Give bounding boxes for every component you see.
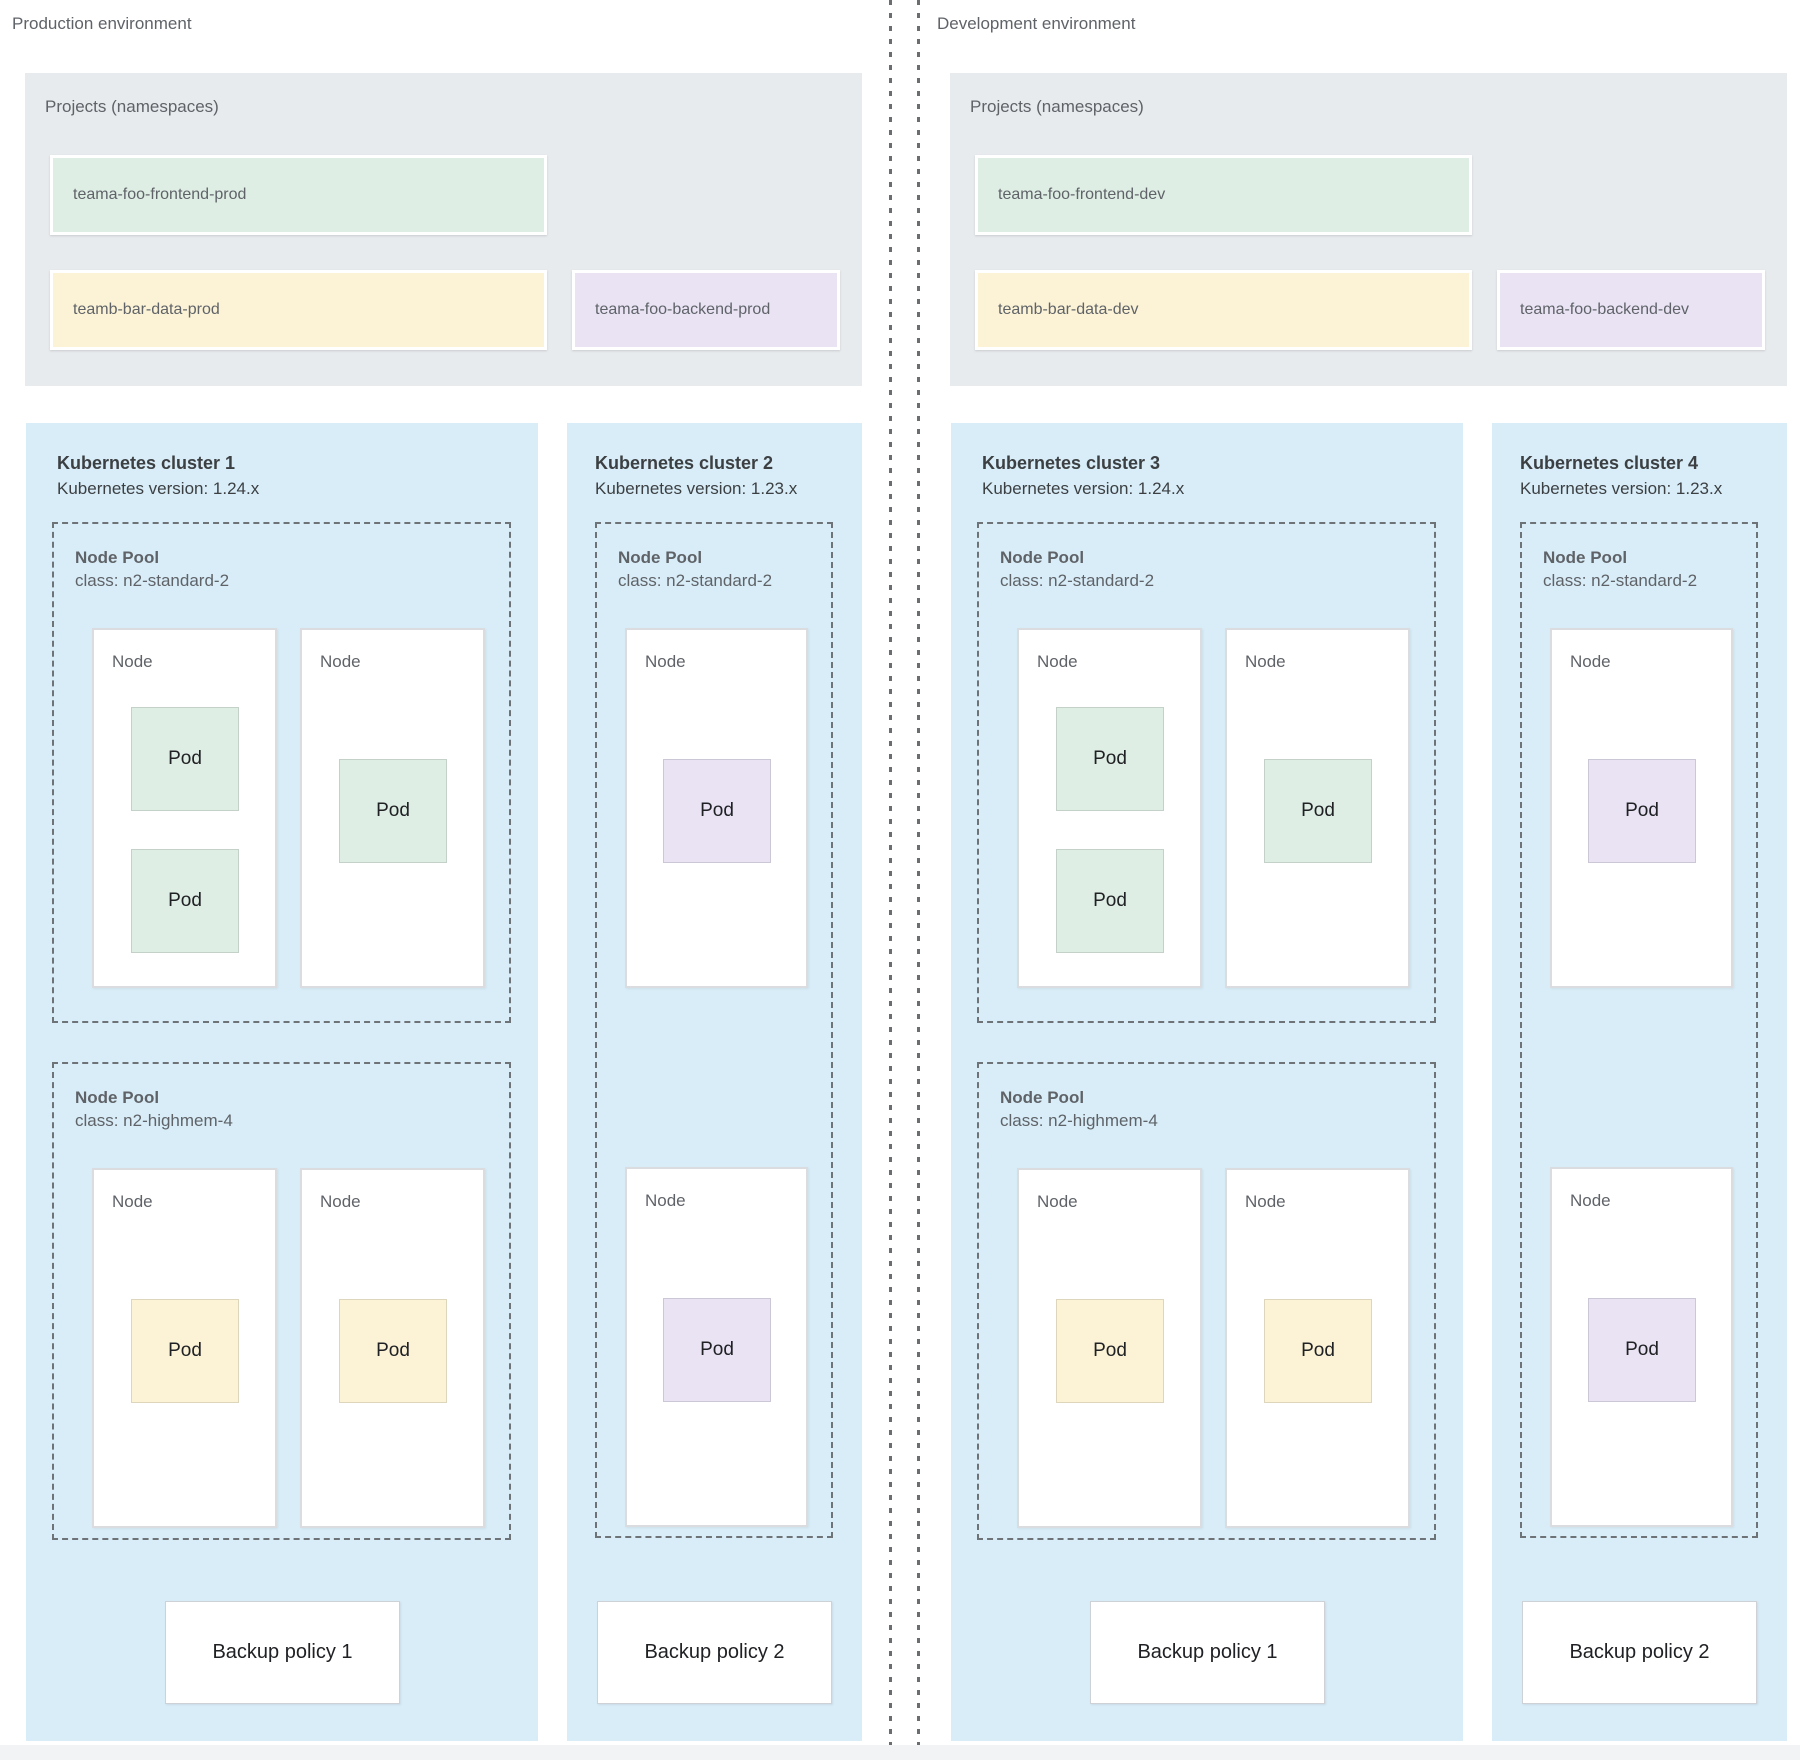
projects-title: Projects (namespaces): [45, 97, 219, 116]
environment-label: Production environment: [12, 14, 192, 33]
node-pool-class-label: class: n2-standard-2: [75, 571, 230, 590]
cluster-version-label: Kubernetes version: 1.23.x: [1520, 479, 1723, 498]
node-pool-class-label: class: n2-highmem-4: [75, 1111, 233, 1130]
node-pool-title: Node Pool: [75, 548, 160, 567]
namespace-label: teama-foo-backend-prod: [595, 301, 771, 318]
node-label: Node: [1037, 652, 1078, 671]
node-pool-title: Node Pool: [75, 1088, 160, 1107]
cluster-version-label: Kubernetes version: 1.24.x: [982, 479, 1185, 498]
cluster-version-label: Kubernetes version: 1.24.x: [57, 479, 260, 498]
pod-box: Pod: [1588, 759, 1696, 863]
cluster-title: Kubernetes cluster 4: [1520, 453, 1699, 473]
cluster-3: Kubernetes cluster 3 Kubernetes version: …: [951, 423, 1463, 1741]
pod-box: Pod: [1264, 759, 1372, 863]
node-label: Node: [645, 652, 686, 671]
namespace-teama-foo-backend-prod: teama-foo-backend-prod: [572, 270, 840, 350]
cluster-title: Kubernetes cluster 2: [595, 453, 774, 473]
cluster-4: Kubernetes cluster 4 Kubernetes version: …: [1492, 423, 1787, 1741]
cluster-1: Kubernetes cluster 1 Kubernetes version: …: [26, 423, 538, 1741]
pod-box: Pod: [1056, 707, 1164, 811]
projects-title: Projects (namespaces): [970, 97, 1144, 116]
projects-box: Projects (namespaces) teama-foo-frontend-…: [950, 73, 1787, 386]
node-label: Node: [1570, 1191, 1611, 1210]
pod-box: Pod: [1588, 1298, 1696, 1402]
node-label: Node: [645, 1191, 686, 1210]
environment-separator-line: [917, 0, 920, 1760]
namespace-label: teama-foo-frontend-dev: [998, 186, 1166, 203]
node-label: Node: [1570, 652, 1611, 671]
namespace-teama-foo-frontend-dev: teama-foo-frontend-dev: [975, 155, 1472, 235]
node-pool-title: Node Pool: [1000, 1088, 1085, 1107]
namespace-teamb-bar-data-prod: teamb-bar-data-prod: [50, 270, 547, 350]
namespace-label: teama-foo-frontend-prod: [73, 186, 247, 203]
pod-box: Pod: [131, 1299, 239, 1403]
pod-box: Pod: [1056, 849, 1164, 953]
node-pool-title: Node Pool: [618, 548, 703, 567]
namespace-label: teama-foo-backend-dev: [1520, 301, 1689, 318]
pod-box: Pod: [131, 707, 239, 811]
node-pool-class-label: class: n2-highmem-4: [1000, 1111, 1158, 1130]
pod-box: Pod: [663, 759, 771, 863]
backup-policy-box: Backup policy 1: [165, 1601, 400, 1704]
node-pool-class-label: class: n2-standard-2: [1000, 571, 1155, 590]
node-label: Node: [320, 652, 361, 671]
bottom-strip: [0, 1745, 1800, 1760]
node-pool-title: Node Pool: [1543, 548, 1628, 567]
pod-box: Pod: [1264, 1299, 1372, 1403]
pod-box: Pod: [339, 1299, 447, 1403]
backup-policy-box: Backup policy 1: [1090, 1601, 1325, 1704]
node-label: Node: [112, 652, 153, 671]
namespace-teama-foo-frontend-prod: teama-foo-frontend-prod: [50, 155, 547, 235]
pod-box: Pod: [131, 849, 239, 953]
cluster-version-label: Kubernetes version: 1.23.x: [595, 479, 798, 498]
backup-policy-box: Backup policy 2: [597, 1601, 832, 1704]
pod-box: Pod: [1056, 1299, 1164, 1403]
node-pool-title: Node Pool: [1000, 548, 1085, 567]
namespace-teama-foo-backend-dev: teama-foo-backend-dev: [1497, 270, 1765, 350]
node-label: Node: [320, 1192, 361, 1211]
node-pool-class-label: class: n2-standard-2: [1543, 571, 1698, 590]
environment-separator-line: [889, 0, 892, 1760]
namespace-label: teamb-bar-data-prod: [73, 301, 220, 318]
cluster-title: Kubernetes cluster 1: [57, 453, 236, 473]
pod-box: Pod: [663, 1298, 771, 1402]
namespace-teamb-bar-data-dev: teamb-bar-data-dev: [975, 270, 1472, 350]
node-label: Node: [1245, 1192, 1286, 1211]
node-label: Node: [112, 1192, 153, 1211]
projects-box: Projects (namespaces) teama-foo-frontend-…: [25, 73, 862, 386]
backup-policy-box: Backup policy 2: [1522, 1601, 1757, 1704]
node-label: Node: [1037, 1192, 1078, 1211]
namespace-label: teamb-bar-data-dev: [998, 301, 1139, 318]
environment-label: Development environment: [937, 14, 1136, 33]
node-label: Node: [1245, 652, 1286, 671]
node-pool-class-label: class: n2-standard-2: [618, 571, 773, 590]
pod-box: Pod: [339, 759, 447, 863]
cluster-2: Kubernetes cluster 2 Kubernetes version: …: [567, 423, 862, 1741]
cluster-title: Kubernetes cluster 3: [982, 453, 1161, 473]
